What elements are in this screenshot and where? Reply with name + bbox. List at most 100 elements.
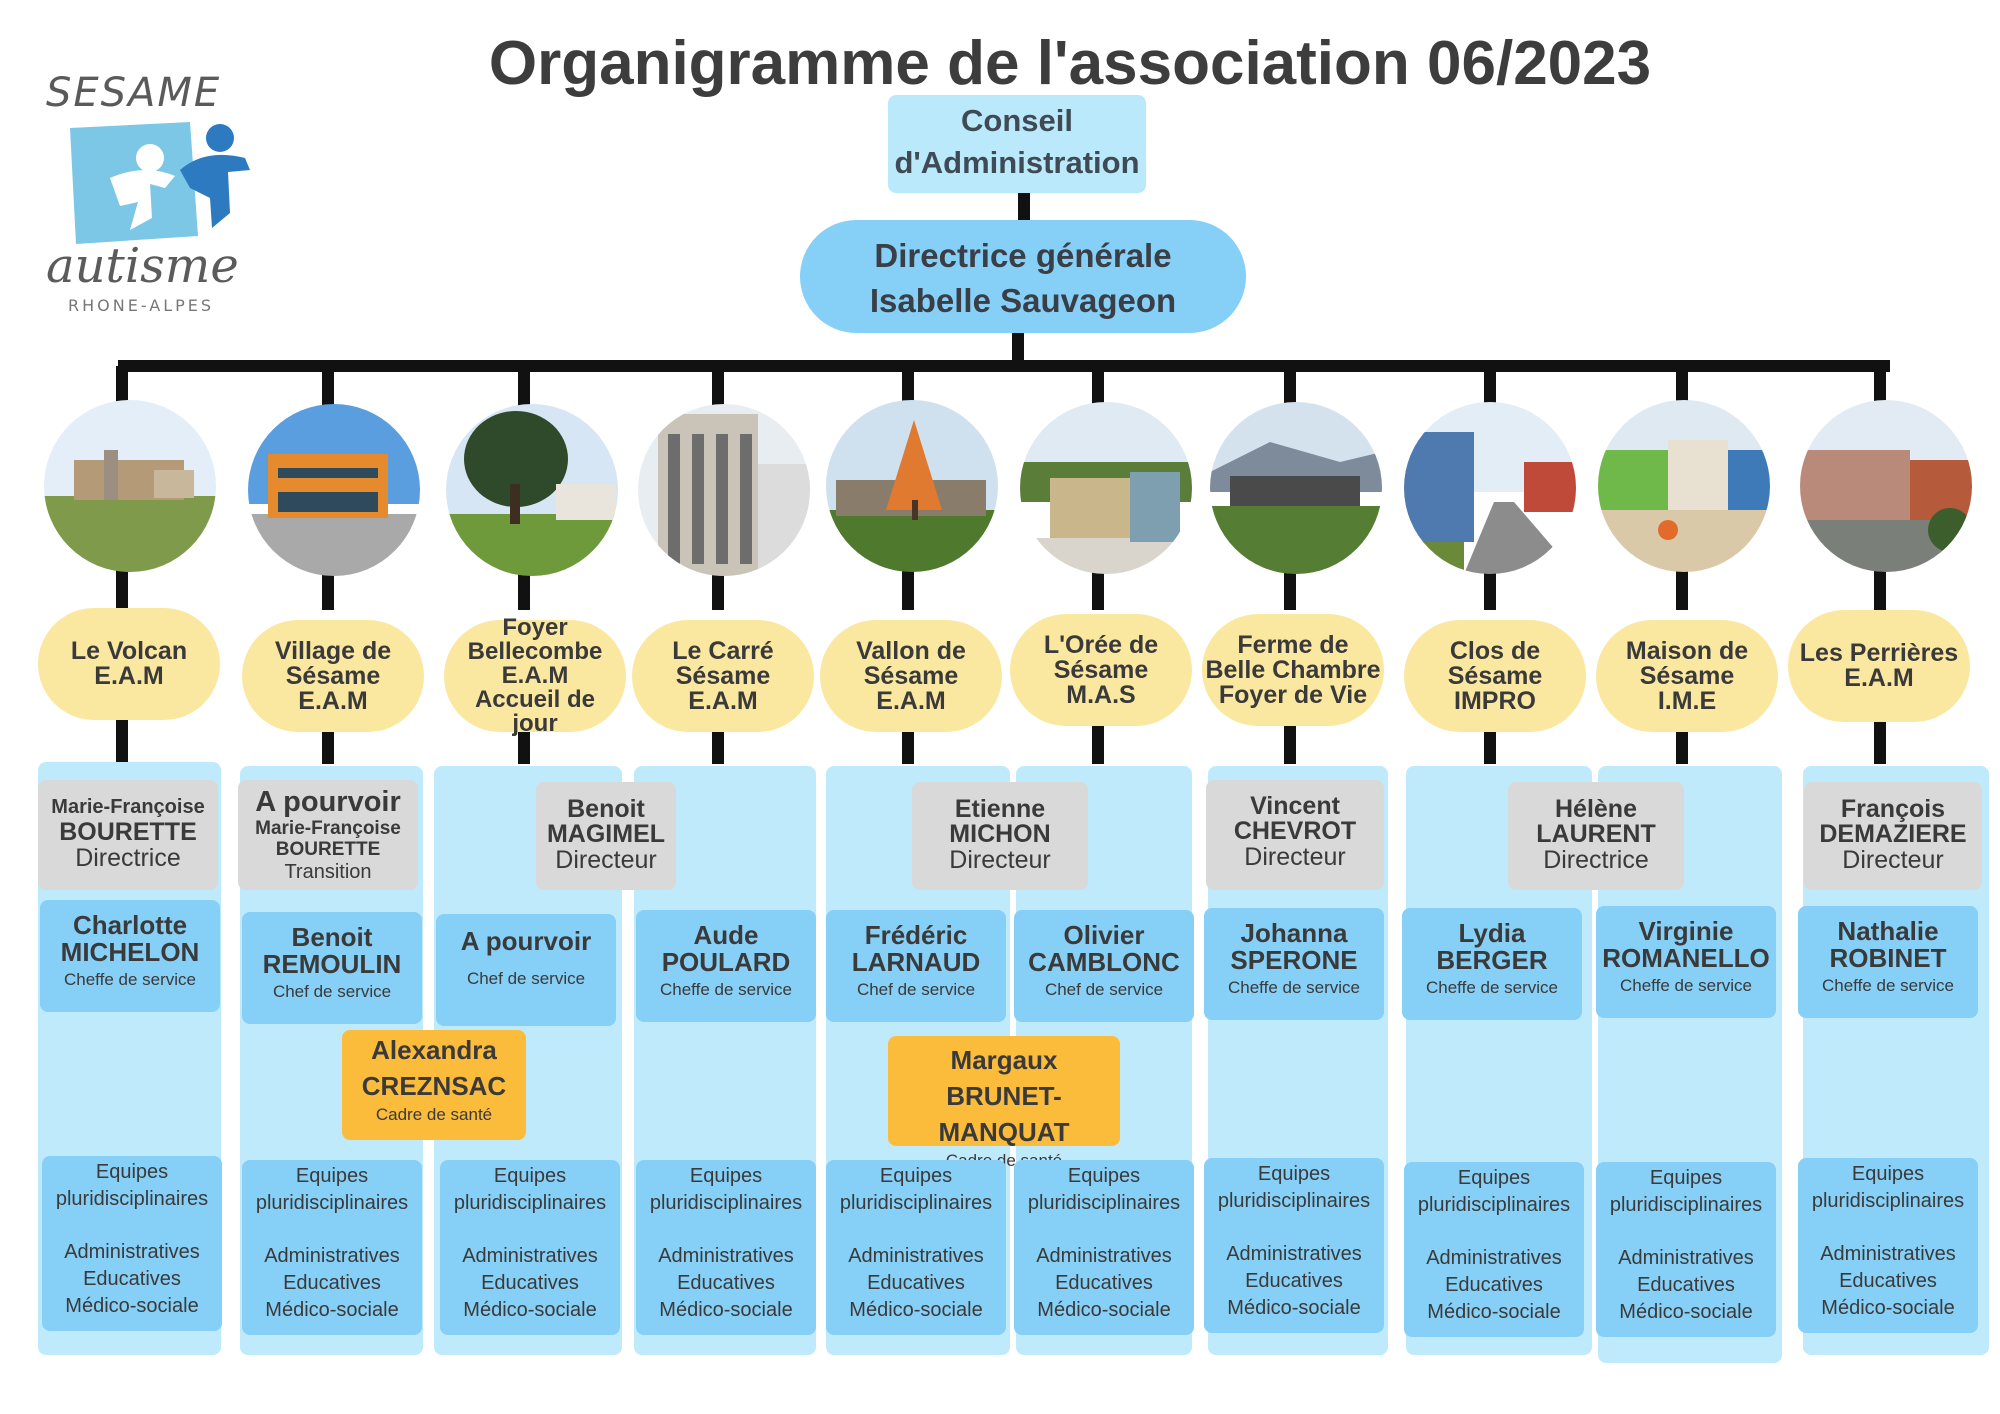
teams-line: Equipes xyxy=(689,1165,763,1187)
teams-line: Médico-sociale xyxy=(1427,1301,1561,1323)
teams-line: Educatives xyxy=(1445,1274,1543,1296)
chef-role: Chef de service xyxy=(1044,980,1164,999)
chef-name: Frédéric xyxy=(864,920,968,950)
chef-name: BERGER xyxy=(1436,945,1548,975)
building-photo-10 xyxy=(1800,400,1972,572)
teams-line: pluridisciplinaires xyxy=(1609,1194,1763,1216)
teams-line: Médico-sociale xyxy=(849,1299,983,1321)
chef-role: Chef de service xyxy=(466,969,586,988)
board-line1: Conseil xyxy=(961,103,1073,138)
teams-line: pluridisciplinaires xyxy=(1417,1194,1571,1216)
building-photo-8 xyxy=(1404,402,1576,574)
connector-line xyxy=(1484,366,1496,406)
cadre-role: Cadre de santé xyxy=(375,1105,493,1124)
board-box: Conseil d'Administration xyxy=(888,95,1146,193)
logo-text-sub: RHONE-ALPES xyxy=(68,296,215,315)
connector-line xyxy=(1874,366,1886,406)
chef-name: MICHELON xyxy=(60,937,200,967)
connector-line xyxy=(902,570,914,610)
chef-role: Chef de service xyxy=(272,982,392,1001)
chef-role: Cheffe de service xyxy=(1620,976,1752,995)
director-name: Vincent xyxy=(1250,792,1340,820)
chef-name: ROBINET xyxy=(1829,943,1947,973)
director-name: BOURETTE xyxy=(275,839,381,860)
teams-line: Equipes xyxy=(879,1165,953,1187)
teams-line: pluridisciplinaires xyxy=(55,1188,209,1210)
connector-line xyxy=(1874,570,1886,610)
teams-line: pluridisciplinaires xyxy=(839,1192,993,1214)
site-label: Ferme de xyxy=(1237,630,1349,659)
connector-line xyxy=(1874,720,1886,764)
chef-name: LARNAUD xyxy=(851,947,981,977)
chef-name: A pourvoir xyxy=(460,926,592,956)
connector-line xyxy=(116,366,128,406)
chef-name: Aude xyxy=(693,920,759,950)
teams-line: Equipes xyxy=(95,1161,169,1183)
teams-line: pluridisciplinaires xyxy=(1217,1190,1371,1212)
chef-name: SPERONE xyxy=(1230,945,1358,975)
chef-name: Nathalie xyxy=(1837,916,1939,946)
site-label: Sésame xyxy=(1447,661,1543,690)
director-name: Marie-Françoise xyxy=(51,796,205,818)
site-label: Belle Chambre xyxy=(1205,655,1381,684)
teams-line: Equipes xyxy=(493,1165,567,1187)
teams-line: Médico-sociale xyxy=(65,1295,199,1317)
teams-line: Médico-sociale xyxy=(1619,1301,1753,1323)
teams-line: Equipes xyxy=(295,1165,369,1187)
horizontal-connector-bar xyxy=(118,360,1890,372)
site-label: E.A.M xyxy=(298,686,368,715)
connector-line xyxy=(116,720,128,764)
connector-line xyxy=(322,570,334,610)
chef-role: Cheffe de service xyxy=(1426,978,1558,997)
director-role: Transition xyxy=(284,861,372,883)
site-label: Sésame xyxy=(285,661,381,690)
teams-line: Equipes xyxy=(1067,1165,1141,1187)
chef-name: REMOULIN xyxy=(262,949,402,979)
director-name: François xyxy=(1840,795,1946,823)
building-photo-4 xyxy=(638,404,810,576)
teams-line: Administratives xyxy=(64,1241,200,1263)
site-label: Les Perrières xyxy=(1799,639,1959,667)
general-director-box: Directrice générale Isabelle Sauvageon xyxy=(800,220,1246,333)
connector-line xyxy=(116,570,128,610)
building-photo-2 xyxy=(248,404,420,576)
director-name: BOURETTE xyxy=(59,818,197,846)
teams-line: Equipes xyxy=(1257,1163,1331,1185)
cadre-name: Margaux xyxy=(950,1045,1058,1075)
director-role: Directeur xyxy=(1842,846,1944,874)
chef-role: Cheffe de service xyxy=(1228,978,1360,997)
director-role: Directeur xyxy=(1244,843,1346,871)
chef-name: POULARD xyxy=(661,947,791,977)
chef-role: Cheffe de service xyxy=(64,970,196,989)
site-label: jour xyxy=(512,710,558,737)
site-label: E.A.M xyxy=(1844,664,1914,692)
teams-line: Equipes xyxy=(1649,1167,1723,1189)
site-label: Sésame xyxy=(675,661,771,690)
teams-line: Administratives xyxy=(1820,1243,1956,1265)
director-name: LAURENT xyxy=(1536,820,1656,848)
teams-line: Educatives xyxy=(867,1272,965,1294)
chef-role: Cheffe de service xyxy=(660,980,792,999)
cadre-name: Alexandra xyxy=(371,1035,497,1065)
logo-figures-icon xyxy=(70,122,250,244)
teams-line: Médico-sociale xyxy=(265,1299,399,1321)
connector-line xyxy=(518,570,530,610)
director-name: MAGIMEL xyxy=(546,820,666,848)
